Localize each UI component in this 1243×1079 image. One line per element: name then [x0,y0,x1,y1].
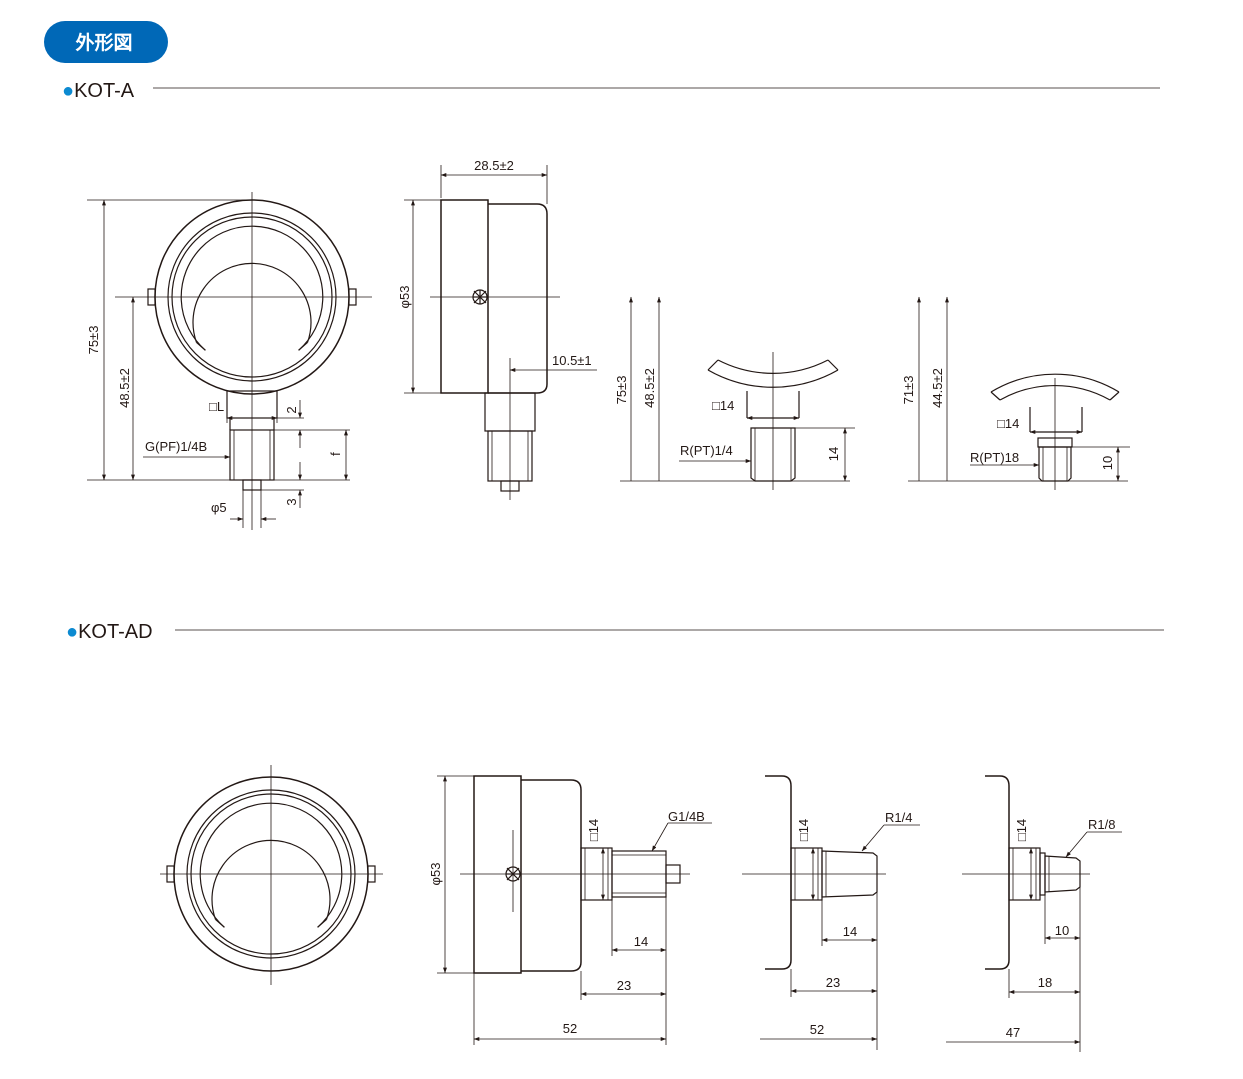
dim-thread: R1/8 [1088,817,1115,832]
dim-thread-length: 14 [634,934,648,949]
dim-thread: G(PF)1/4B [145,439,207,454]
dim-thread: R(PT)18 [970,450,1019,465]
dim-square: □14 [997,416,1019,431]
section-kot-a-label: ●KOT-A [62,80,135,102]
dim-height: 71±3 [901,376,916,405]
dim-thread: R(PT)1/4 [680,443,733,458]
kot-a-side-view: 28.5±2 φ53 10.5±1 [397,158,597,500]
kot-a-pt18-view: 71±3 44.5±2 □14 R(PT)18 10 [901,296,1130,490]
dim-height: 75±3 [614,376,629,405]
kot-ad-front-view [160,765,383,985]
page-title: 外形図 [75,31,132,54]
dim-3: 3 [284,498,299,505]
dim-depth: 28.5±2 [474,158,514,173]
section-kot-ad-label: ●KOT-AD [66,621,153,643]
dim-diameter: φ53 [428,863,443,886]
section-kot-a-header: ●KOT-A [62,80,1160,102]
dim-stem-length: 18 [1038,975,1052,990]
dim-center-height: 48.5±2 [642,368,657,408]
dim-thread-length: 14 [826,447,841,461]
dim-total-length: 47 [1006,1025,1020,1040]
dim-center-height: 48.5±2 [117,368,132,408]
dim-center-height: 44.5±2 [930,368,945,408]
dim-stem-length: 23 [617,978,631,993]
kot-ad-side-c-view: □14 R1/8 10 18 47 [946,775,1122,1052]
kot-ad-side-a-view: φ53 □14 G1/4B 14 23 52 [428,775,712,1045]
dim-stem-length: 23 [826,975,840,990]
dim-thread-length: 10 [1100,456,1115,470]
title-badge [44,21,168,63]
dim-square: □14 [796,819,811,841]
section-kot-ad-header: ●KOT-AD [66,621,1164,643]
dim-total-length: 52 [563,1021,577,1036]
dim-square: □14 [1014,819,1029,841]
kot-a-front-view: 75±3 48.5±2 □L G(PF)1/4B φ5 2 f 3 [86,192,372,530]
dim-diameter: φ53 [397,286,412,309]
dim-thread: G1/4B [668,809,705,824]
dim-square: □L [209,399,224,414]
dim-thread-length: 14 [843,924,857,939]
kot-ad-side-b-view: □14 R1/4 14 23 52 [742,775,920,1050]
dim-total-length: 52 [810,1022,824,1037]
dim-square: □14 [712,398,734,413]
dim-height: 75±3 [86,326,101,355]
dim-f: f [328,452,343,456]
header: 外形図 [44,21,168,63]
dim-offset: 10.5±1 [552,353,592,368]
dim-square: □14 [586,819,601,841]
dim-thread: R1/4 [885,810,912,825]
dim-2: 2 [284,406,299,413]
dim-hole: φ5 [211,500,227,515]
kot-a-pt14-view: 75±3 48.5±2 □14 R(PT)1/4 14 [614,296,855,490]
dim-thread-length: 10 [1055,923,1069,938]
